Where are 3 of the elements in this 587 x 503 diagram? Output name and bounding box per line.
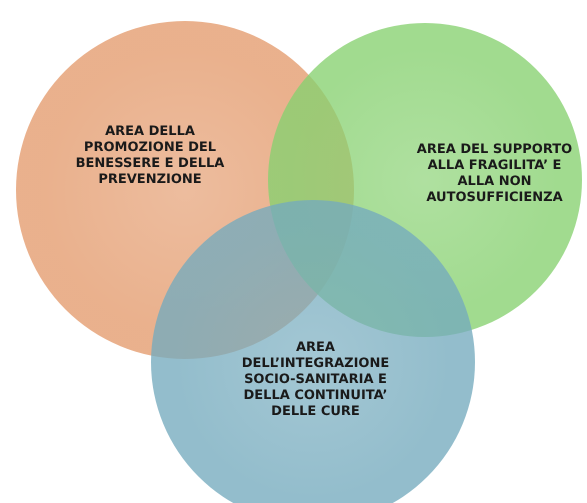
area-label: AREA DEL SUPPORTO ALLA FRAGILITA’ E ALLA NON AUTOSUFFICIENZA [416, 142, 574, 206]
area-label: AREA DELL’INTEGRAZIONE SOCIO-SANITARIA E DELLA CONTINUITA’ DELLE CURE [240, 340, 390, 420]
area-label: AREA DELLA PROMOZIONE DEL BENESSERE E DELLA PREVENZIONE [75, 124, 225, 188]
